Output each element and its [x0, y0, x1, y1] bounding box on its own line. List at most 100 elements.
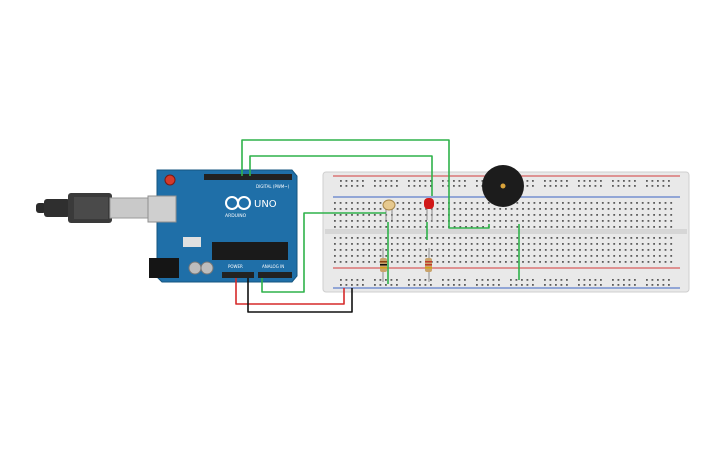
breadboard-hole	[425, 237, 427, 239]
breadboard-hole	[647, 243, 650, 245]
breadboard-hole	[373, 202, 376, 204]
resistor-1[interactable]	[380, 248, 387, 282]
breadboard-hole	[499, 243, 502, 245]
red-power-wire[interactable]	[235, 278, 345, 305]
breadboard-hole	[425, 243, 427, 245]
reset-button[interactable]	[164, 174, 176, 186]
breadboard-hole	[465, 255, 467, 257]
breadboard-hole	[436, 249, 439, 251]
breadboard-hole	[567, 208, 570, 210]
breadboard-hole	[453, 261, 456, 263]
breadboard-hole	[482, 208, 484, 210]
photoresistor[interactable]	[382, 199, 396, 220]
breadboard-hole	[590, 249, 593, 251]
green-wire-ldr[interactable]	[261, 212, 386, 293]
breadboard-hole	[362, 226, 365, 228]
breadboard-hole	[590, 226, 593, 228]
digital-header-label: DIGITAL (PWM~)	[256, 184, 290, 189]
arduino-uno-board[interactable]: UNO ARDUINO DIGITAL (PWM~) POWER ANALOG …	[147, 169, 298, 283]
breadboard-hole	[390, 284, 393, 286]
breadboard-hole	[379, 214, 382, 216]
breadboard-hole	[481, 180, 484, 182]
breadboard-hole	[527, 243, 530, 245]
resistor-2[interactable]	[425, 248, 432, 282]
breadboard-hole	[601, 214, 604, 216]
breadboard-hole	[641, 249, 644, 251]
breadboard-hole	[385, 249, 388, 251]
breadboard-hole	[664, 261, 667, 263]
breadboard-hole	[493, 261, 496, 263]
breadboard-hole	[465, 208, 467, 210]
breadboard-hole	[624, 255, 627, 257]
breadboard-hole	[408, 237, 410, 239]
black-ground-wire[interactable]	[247, 278, 353, 313]
breadboard-hole	[653, 202, 655, 204]
breadboard-hole	[390, 279, 393, 281]
breadboard-hole	[670, 237, 673, 239]
piezo-buzzer[interactable]	[482, 165, 524, 207]
breadboard-hole	[442, 185, 444, 187]
breadboard-hole	[584, 261, 587, 263]
breadboard-hole	[617, 284, 620, 286]
breadboard-hole	[391, 237, 393, 239]
breadboard-hole	[526, 180, 529, 182]
voltage-regulator	[183, 237, 201, 247]
breadboard-hole	[458, 180, 461, 182]
breadboard-hole	[583, 185, 586, 187]
green-wire-buzzer[interactable]	[249, 155, 433, 196]
breadboard-hole	[453, 249, 456, 251]
breadboard-hole	[396, 284, 398, 286]
breadboard-hole	[419, 261, 422, 263]
breadboard-hole	[562, 237, 564, 239]
breadboard-hole	[476, 249, 479, 251]
breadboard-hole	[492, 284, 495, 286]
breadboard-hole	[560, 185, 563, 187]
breadboard-hole	[453, 284, 455, 286]
breadboard-hole	[356, 243, 359, 245]
breadboard-hole	[556, 243, 559, 245]
breadboard-hole	[379, 284, 382, 286]
breadboard-hole	[413, 226, 416, 228]
breadboard-hole	[482, 249, 484, 251]
breadboard-hole	[522, 208, 524, 210]
breadboard-hole	[345, 214, 348, 216]
breadboard-hole	[510, 208, 513, 210]
breadboard-hole	[647, 214, 650, 216]
breadboard-hole	[345, 279, 348, 281]
breadboard-hole	[487, 214, 490, 216]
breadboard-hole	[442, 243, 445, 245]
arduino-logo-icon	[237, 196, 251, 210]
breadboard-hole	[419, 202, 422, 204]
wires	[235, 139, 520, 313]
breadboard-hole	[566, 185, 568, 187]
breadboard-hole	[345, 180, 348, 182]
breadboard-hole	[533, 261, 536, 263]
breadboard-hole	[379, 208, 382, 210]
breadboard-hole	[515, 279, 518, 281]
breadboard-hole	[623, 284, 625, 286]
breadboard-hole	[607, 202, 610, 204]
green-wire-led[interactable]	[241, 139, 490, 229]
breadboard-hole	[556, 255, 559, 257]
breadboard-hole	[560, 279, 563, 281]
breadboard-hole	[368, 255, 370, 257]
breadboard-hole	[662, 180, 665, 182]
breadboard-hole	[430, 284, 432, 286]
breadboard-hole	[596, 214, 598, 216]
breadboard-hole	[465, 243, 467, 245]
breadboard-hole	[579, 208, 581, 210]
breadboard-hole	[556, 226, 559, 228]
breadboard-hole	[419, 226, 422, 228]
breadboard-hole	[476, 243, 479, 245]
breadboard-hole	[356, 185, 359, 187]
breadboard-hole	[396, 249, 399, 251]
breadboard-hole	[600, 279, 602, 281]
red-led[interactable]	[424, 198, 434, 222]
usb-port	[147, 195, 177, 223]
breadboard-hole	[516, 214, 519, 216]
breadboard-hole	[664, 226, 667, 228]
breadboard-hole	[630, 255, 633, 257]
breadboard-hole	[533, 255, 536, 257]
breadboard-hole	[607, 249, 610, 251]
capacitor	[200, 261, 214, 275]
